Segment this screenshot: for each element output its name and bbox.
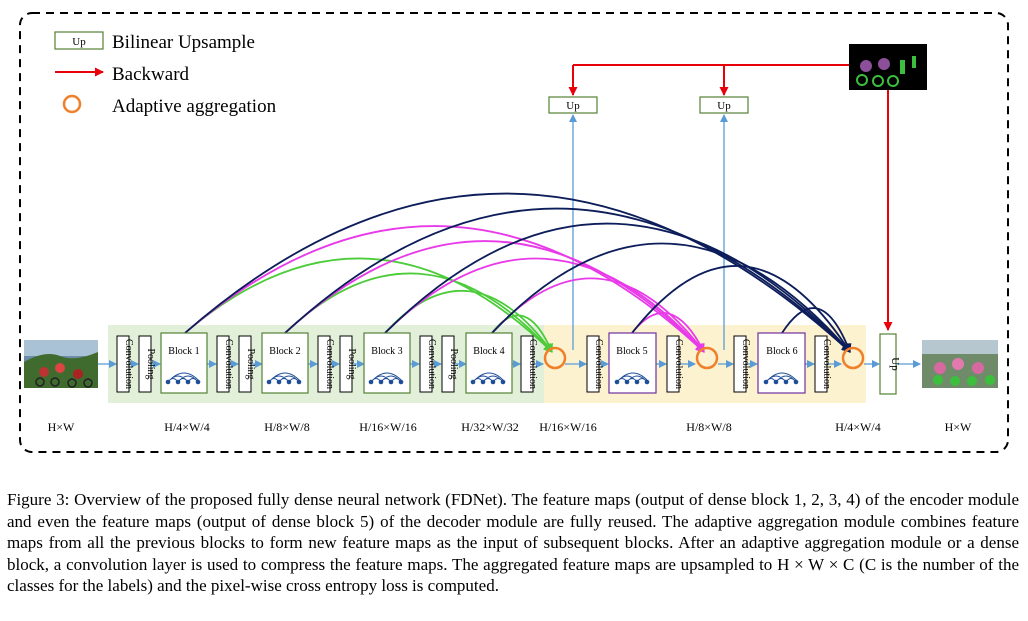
dense-block-6: Block 6 — [757, 332, 806, 394]
up-box-top-1 — [548, 96, 598, 114]
res-b1: H/4×W/4 — [164, 420, 209, 434]
res-b3: H/16×W/16 — [359, 420, 416, 434]
output-image — [922, 340, 998, 388]
legend: Up Bilinear Upsample Backward Adaptive a… — [54, 31, 277, 117]
label-image — [849, 44, 927, 90]
block-1-label: Block 1 — [168, 346, 199, 357]
layer-strips: Convolution Pooling Convolution Pooling … — [116, 333, 901, 395]
caption-text: Overview of the proposed fully dense neu… — [7, 490, 1020, 595]
conv-label: Convolution — [426, 339, 437, 389]
final-up-label: Up — [889, 357, 901, 371]
fdnet-diagram: Up Bilinear Upsample Backward Adaptive a… — [19, 12, 1009, 453]
pool-label: Pooling — [448, 348, 459, 379]
legend-backward-label: Backward — [112, 64, 190, 85]
aggregation-ring-2 — [695, 346, 719, 370]
figure-frame — [19, 12, 1009, 453]
dense-block-2: Block 2 — [261, 332, 309, 394]
res-agg1: H/16×W/16 — [539, 420, 596, 434]
dense-skip-connections — [184, 192, 852, 353]
conv-label: Convolution — [527, 339, 538, 389]
resolution-labels: H×W H/4×W/4 H/8×W/8 H/16×W/16 H/32×W/32 … — [48, 420, 972, 434]
conv-label: Convolution — [821, 339, 832, 389]
dense-block-1: Block 1 — [160, 332, 208, 394]
block-6-label: Block 6 — [766, 346, 797, 357]
dense-block-3: Block 3 — [363, 332, 411, 394]
pool-label: Pooling — [346, 348, 357, 379]
legend-upsample-label: Bilinear Upsample — [112, 32, 255, 53]
res-input: H×W — [48, 420, 75, 434]
res-agg2: H/8×W/8 — [686, 420, 731, 434]
legend-up-box — [54, 31, 104, 50]
up-box-top-2 — [699, 96, 749, 114]
res-output: H×W — [945, 420, 972, 434]
res-agg3: H/4×W/4 — [835, 420, 880, 434]
conv-label: Convolution — [673, 339, 684, 389]
conv-label: Convolution — [740, 339, 751, 389]
block-3-label: Block 3 — [371, 346, 402, 357]
legend-up-box-text: Up — [72, 36, 86, 48]
figure-label: Figure 3: — [7, 490, 70, 509]
up-box-top-2-text: Up — [717, 100, 731, 112]
legend-aggregation-label: Adaptive aggregation — [112, 96, 277, 117]
block-5-label: Block 5 — [616, 346, 647, 357]
block-4-label: Block 4 — [473, 346, 504, 357]
res-b2: H/8×W/8 — [264, 420, 309, 434]
dense-block-4: Block 4 — [465, 332, 513, 394]
pool-label: Pooling — [145, 348, 156, 379]
dense-block-5: Block 5 — [608, 332, 657, 394]
legend-aggregation-icon — [62, 94, 82, 114]
res-b4: H/32×W/32 — [461, 420, 518, 434]
input-image — [24, 340, 98, 388]
conv-label: Convolution — [123, 339, 134, 389]
backward-path — [568, 64, 893, 331]
conv-label: Convolution — [324, 339, 335, 389]
aggregation-ring-3 — [841, 346, 865, 370]
conv-label: Convolution — [593, 339, 604, 389]
conv-label: Convolution — [223, 339, 234, 389]
block-2-label: Block 2 — [269, 346, 300, 357]
figure-caption: Figure 3: Overview of the proposed fully… — [7, 489, 1019, 597]
aggregation-ring-1 — [543, 346, 567, 370]
pool-label: Pooling — [245, 348, 256, 379]
up-box-top-1-text: Up — [566, 100, 580, 112]
